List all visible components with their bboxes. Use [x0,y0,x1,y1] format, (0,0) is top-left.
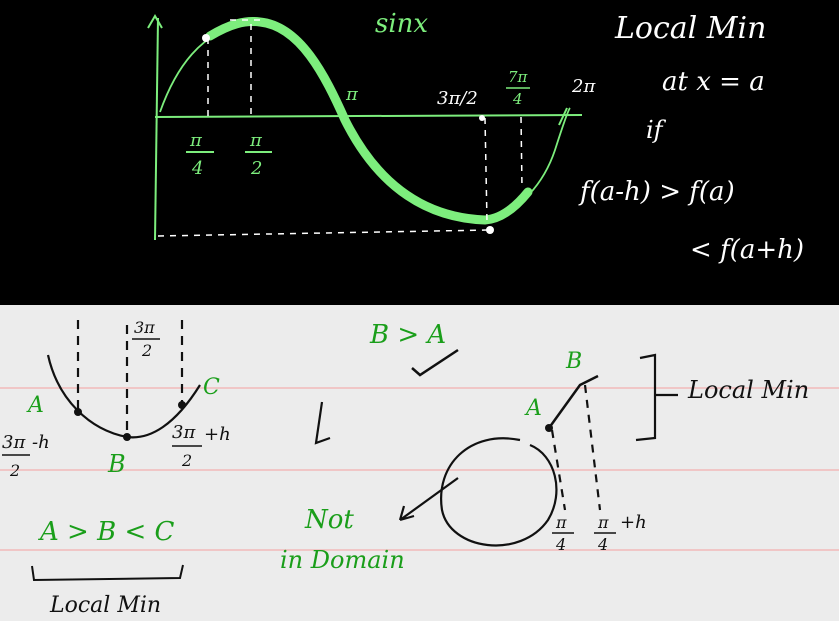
middle-check [411,348,459,377]
note-condition-2: < f(a+h) [690,235,804,265]
graph-title: sinx [375,9,428,39]
left-point-a [74,408,82,416]
left-x-minus-h: -h [32,432,50,453]
right-diagram [545,353,678,511]
left-brace [31,564,184,582]
note-condition-1: f(a-h) > f(a) [578,177,735,207]
point-pi4 [202,34,210,42]
right-point-a [545,424,553,432]
sine-graph [147,14,583,241]
light-panel [0,305,839,621]
left-point-b [123,433,131,441]
left-x-minus-den: 2 [9,461,20,480]
note-at-x: at x = a [662,67,765,97]
left-top-label-den: 2 [141,341,152,360]
dark-panel [0,0,839,305]
right-label-b: B [565,349,582,374]
right-label-local-min: Local Min [687,376,809,404]
middle-note-domain: in Domain [280,546,405,574]
left-label-b: B [107,450,126,478]
tick-label-2pi: 2π [571,76,596,97]
left-inequality: A > B < C [38,517,175,547]
right-x1-den: 4 [555,535,566,554]
y-axis [154,17,159,241]
point-min [486,226,494,234]
point-3pi2-axis [479,115,485,121]
right-x2-plus: +h [620,512,647,533]
x-axis [154,114,583,118]
sine-highlight [205,17,533,225]
tick-label-7pi4-den: 4 [512,90,523,108]
left-label-a: A [26,393,44,418]
left-diagram [46,320,201,441]
left-label-c: C [203,375,220,400]
tick-label-pi: π [345,84,359,105]
tick-label-3pi2: 3π/2 [437,88,478,109]
x-axis-2pi-tick [558,107,568,126]
right-guide-b [583,384,602,511]
tick-label-7pi4-num: 7π [508,68,529,86]
right-guide-a [550,429,567,511]
tick-label-pi2-num: π [249,130,263,151]
guide-min-level [157,229,491,237]
right-x2-num: π [597,513,609,532]
middle-loop-arrow [398,477,459,522]
left-point-c [178,401,186,409]
middle-arrow-down [314,401,331,445]
left-top-label-num: 3π [134,318,155,337]
note-local-min: Local Min [614,11,766,46]
right-x-plus-h: +h [204,424,231,445]
right-x2-den: 4 [597,535,608,554]
tick-label-pi4-num: π [189,130,203,151]
right-brace [635,353,678,442]
guide-3pi2 [484,117,488,223]
note-if: if [646,116,667,144]
left-caption: Local Min [49,593,161,618]
ruled-lines [0,387,839,551]
right-x-plus-num: 3π [172,422,196,443]
middle-relation: B > A [369,320,446,350]
middle-loop [440,437,558,547]
left-x-minus-num: 3π [2,432,26,453]
right-label-a: A [524,396,542,421]
right-x-plus-den: 2 [181,451,192,470]
middle-note-not: Not [304,505,354,535]
tick-label-pi2-den: 2 [250,158,262,179]
y-axis-arrow [147,14,163,29]
right-x1-num: π [555,513,567,532]
right-segment [547,374,599,429]
tick-label-pi4-den: 4 [191,158,203,179]
